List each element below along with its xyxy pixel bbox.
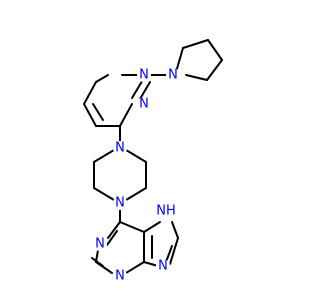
svg-text:N: N: [168, 68, 178, 83]
piperazine-ring: [93, 149, 147, 223]
bond: [106, 230, 118, 246]
atom-n-piperazine-bottom: N: [113, 196, 127, 211]
atom-n-purine-1: N: [93, 237, 107, 252]
bond: [206, 59, 223, 81]
bond: [139, 81, 151, 100]
purine-six-ring: [91, 221, 153, 274]
atom-n-pyrimidine-a: N: [137, 68, 151, 83]
bond: [107, 221, 121, 239]
svg-text:N: N: [115, 269, 125, 284]
svg-text:N: N: [95, 237, 105, 252]
bond: [83, 103, 97, 127]
bond: [119, 221, 145, 233]
bond: [83, 81, 97, 105]
bond: [125, 149, 147, 163]
atom-n-purine-3: N: [113, 269, 127, 284]
atom-labels: N N N N N N N NH: [93, 68, 180, 284]
svg-text:N: N: [115, 196, 125, 211]
pyrrolidine-ring: [175, 39, 223, 81]
bond: [91, 257, 104, 267]
bond: [182, 39, 209, 49]
svg-text:N: N: [158, 259, 168, 274]
atom-n-purine-9: N: [156, 259, 170, 274]
atom-n-pyrrolidine: N: [166, 68, 180, 83]
bond: [175, 47, 184, 73]
bond: [171, 221, 179, 239]
pyrimidine-ring: [83, 74, 169, 143]
atom-n-pyrimidine-b: N: [137, 97, 151, 112]
bond: [95, 249, 99, 263]
bond: [93, 187, 115, 201]
molecule-canvas: N N N N N N N NH: [83, 39, 223, 284]
svg-text:N: N: [115, 141, 125, 156]
bond: [143, 221, 161, 233]
bond: [165, 245, 173, 263]
svg-text:N: N: [139, 97, 149, 112]
bond: [119, 103, 133, 127]
bond: [92, 103, 104, 121]
bond: [207, 39, 223, 61]
bond: [125, 261, 145, 274]
purine-five-ring: [143, 221, 179, 267]
atom-nh-purine-7: NH: [155, 203, 177, 219]
svg-text:N: N: [139, 68, 149, 83]
svg-text:NH: NH: [156, 204, 176, 219]
bond: [125, 187, 147, 201]
bond: [143, 261, 159, 267]
atom-n-piperazine-top: N: [113, 141, 127, 156]
molecule-structure: N N N N N N N NH: [83, 39, 223, 284]
bond: [185, 74, 208, 81]
bond: [169, 237, 179, 265]
bond: [93, 149, 115, 163]
bond: [95, 74, 109, 83]
